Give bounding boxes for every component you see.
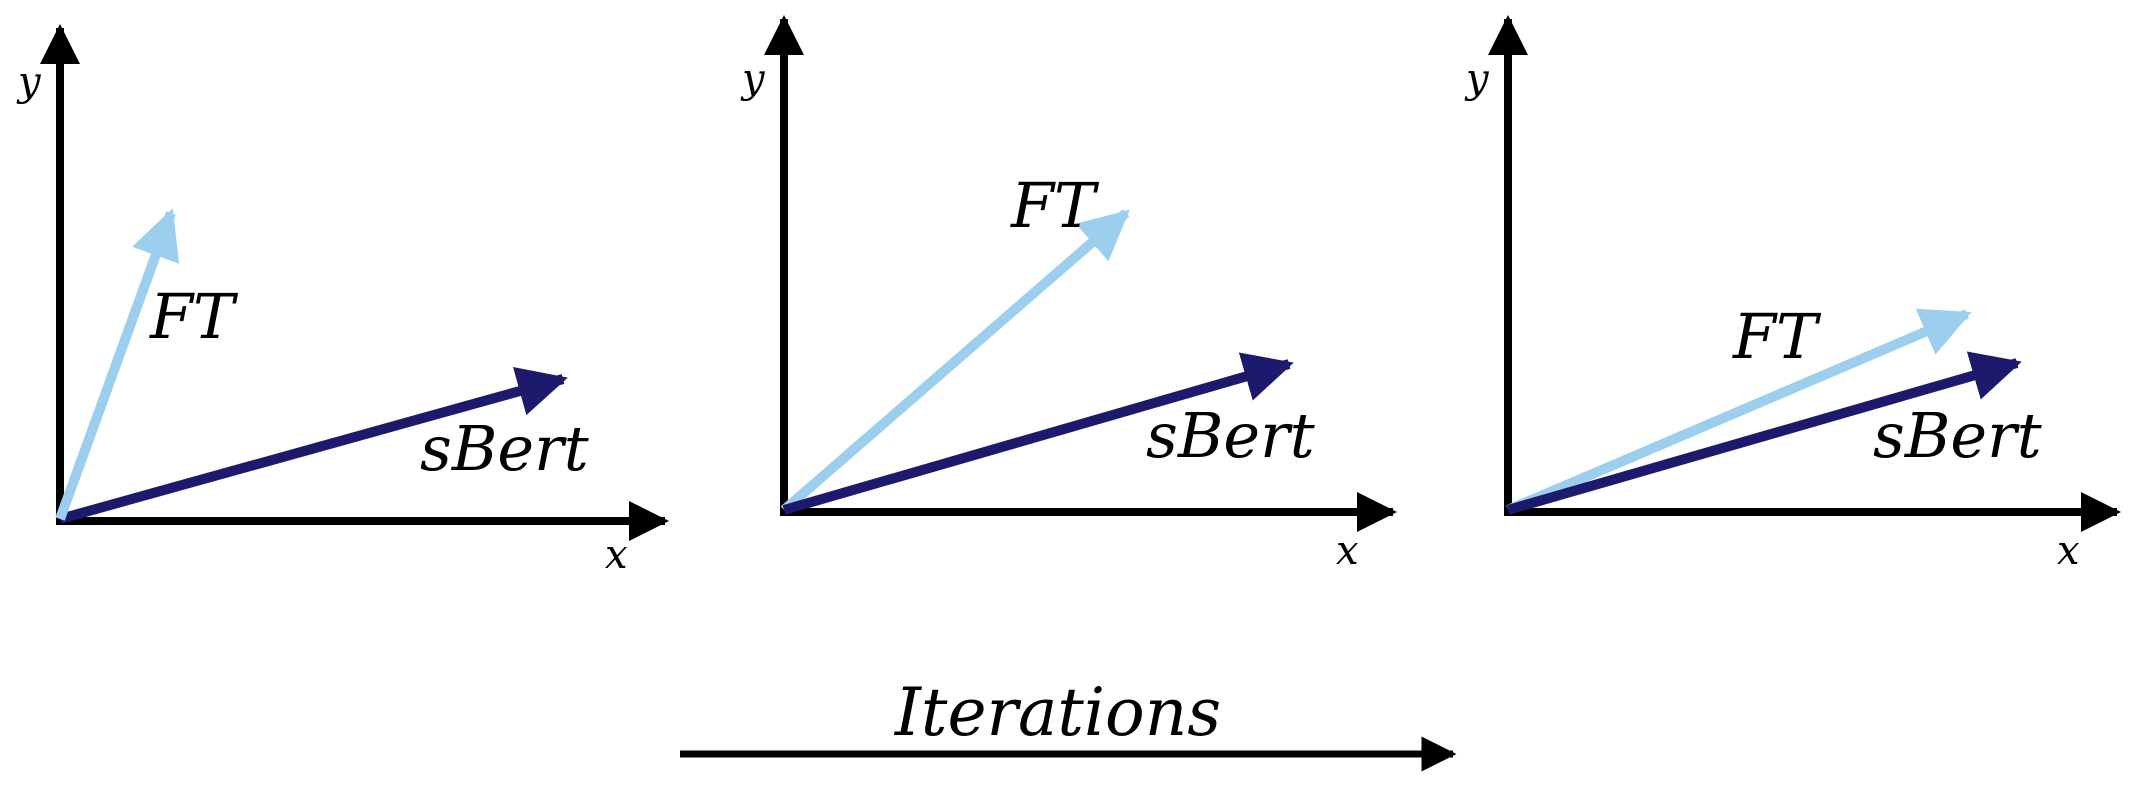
panel-3-ft-label: FT [1732,300,1822,373]
panel-2-ft-vector [780,209,1130,514]
panel-1-sbert-vector [58,366,568,524]
panel-3-y-label: y [1464,56,1490,102]
iterations-indicator: Iterations [680,674,1457,772]
panel-1-x-label: x [605,532,628,578]
panel-1-ft-label: FT [149,280,239,353]
panel-3-sbert-vector [1506,351,2022,515]
panel-1-sbert-label: sBert [420,412,589,485]
panel-2-x-label: x [1336,528,1359,574]
panel-2-ft-label: FT [1010,169,1100,242]
panel-1-ft-vector [55,208,180,521]
panel-2: y x FT sBert [740,15,1397,574]
panel-2-y-label: y [740,56,766,102]
panel-1: y x FT sBert [16,24,669,578]
panel-3-ft-vector [1506,308,1972,515]
panel-3-sbert-label: sBert [1873,399,2042,472]
panel-2-sbert-vector [782,352,1294,515]
panel-3: y x FT sBert [1464,15,2121,574]
panel-1-y-label: y [16,59,42,105]
iterations-label: Iterations [894,674,1221,751]
panel-3-x-label: x [2057,528,2080,574]
panel-2-sbert-label: sBert [1146,399,1315,472]
